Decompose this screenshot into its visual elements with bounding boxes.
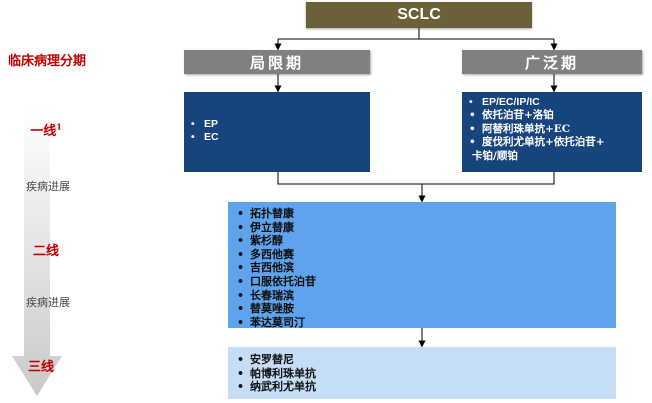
list-item: 紫杉醇 bbox=[234, 234, 610, 248]
second-line-box: 拓扑替康 伊立替康 紫杉醇 多西他赛 吉西他滨 口服依托泊苷 长春瑞滨 替莫唑胺… bbox=[228, 202, 616, 330]
stage-extensive: 广泛期 bbox=[462, 50, 642, 74]
stage-limited: 局限期 bbox=[184, 50, 370, 74]
list-item: 阿替利珠单抗+EC bbox=[466, 123, 638, 137]
progression-label-1: 疾病进展 bbox=[26, 180, 70, 193]
list-item: EP bbox=[188, 118, 366, 132]
list-item: EP/EC/IP/IC bbox=[466, 96, 638, 110]
progression-arrow bbox=[12, 108, 62, 396]
extensive-first-line-box: EP/EC/IP/IC 依托泊苷+洛铂 阿替利珠单抗+EC 度伐利尤单抗+依托泊… bbox=[462, 92, 642, 172]
progression-arrow-shape bbox=[12, 108, 62, 396]
line-label-first-sup: 1 bbox=[56, 121, 62, 132]
progression-label-2: 疾病进展 bbox=[26, 296, 70, 309]
list-item: 吉西他滨 bbox=[234, 261, 610, 275]
list-item: 口服依托泊苷 bbox=[234, 275, 610, 289]
list-item: 度伐利尤单抗+依托泊苷+ bbox=[466, 136, 638, 150]
limited-first-line-box: EP EC bbox=[184, 92, 370, 172]
line-label-first: 一线1 bbox=[11, 120, 81, 139]
list-item: 伊立替康 bbox=[234, 221, 610, 235]
third-line-box: 安罗替尼 帕博利珠单抗 纳武利尤单抗 bbox=[228, 347, 616, 399]
list-item: 长春瑞滨 bbox=[234, 289, 610, 303]
list-item: 依托泊苷+洛铂 bbox=[466, 109, 638, 123]
list-item: 苯达莫司汀 bbox=[234, 316, 610, 330]
list-item: 替莫唑胺 bbox=[234, 302, 610, 316]
list-item-continuation: 卡铂/顺铂 bbox=[472, 149, 518, 162]
list-item: 多西他赛 bbox=[234, 248, 610, 262]
line-label-first-text: 一线 bbox=[30, 124, 57, 139]
connector-merge bbox=[277, 172, 555, 185]
line-label-third: 三线 bbox=[27, 360, 54, 375]
list-item: 帕博利珠单抗 bbox=[234, 367, 610, 381]
line-label-second: 二线 bbox=[32, 244, 59, 259]
sidebar-title: 临床病理分期 bbox=[8, 54, 87, 69]
list-item: EC bbox=[188, 131, 366, 145]
root-node-sclc: SCLC bbox=[306, 2, 532, 28]
list-item: 纳武利尤单抗 bbox=[234, 380, 610, 394]
list-item: 拓扑替康 bbox=[234, 207, 610, 221]
list-item: 安罗替尼 bbox=[234, 353, 610, 367]
